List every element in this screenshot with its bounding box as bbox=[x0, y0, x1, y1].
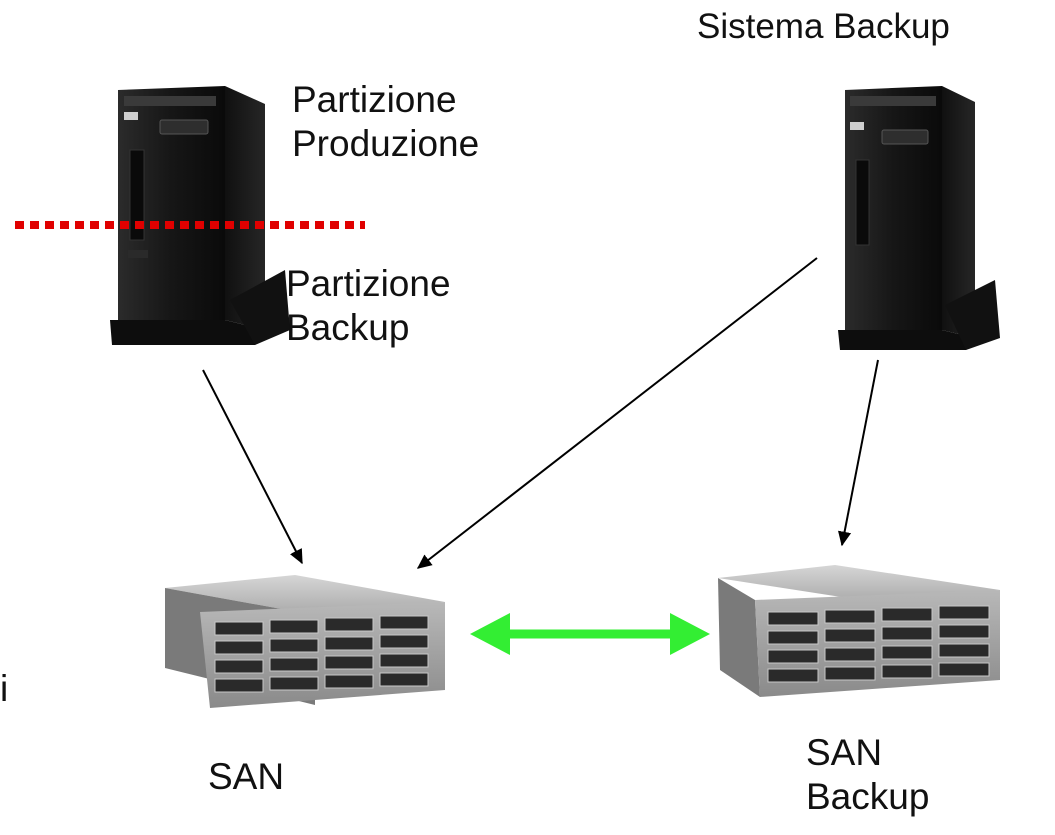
backup-server-icon bbox=[838, 86, 1000, 350]
replication-arrow bbox=[470, 613, 710, 655]
san-backup-label: SAN Backup bbox=[806, 732, 930, 818]
sistema-backup-label: Sistema Backup bbox=[697, 7, 950, 46]
san-backup-storage-icon bbox=[718, 565, 1000, 697]
arrow-partition-backup-to-san bbox=[202, 369, 303, 565]
arrow-backup-system-to-san-backup bbox=[838, 359, 879, 547]
partizione-backup-label: Partizione Backup bbox=[286, 263, 451, 349]
san-storage-icon bbox=[165, 575, 445, 708]
arrow-backup-system-to-san bbox=[416, 257, 818, 569]
partizione-produzione-label: Partizione Produzione bbox=[292, 79, 480, 165]
production-server-icon bbox=[110, 86, 290, 345]
edge-text-fragment: i bbox=[0, 668, 9, 709]
san-label: SAN bbox=[208, 756, 285, 797]
